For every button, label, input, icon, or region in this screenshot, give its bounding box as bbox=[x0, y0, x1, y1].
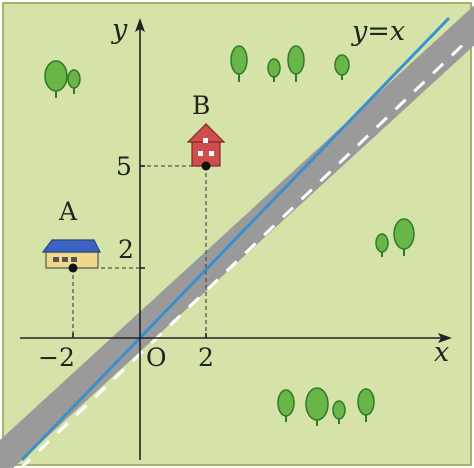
x-axis-label: x bbox=[434, 337, 449, 368]
tree-icon bbox=[267, 58, 281, 82]
point-a bbox=[68, 263, 78, 273]
y-tick-label-5: 5 bbox=[116, 152, 132, 181]
house-b-window bbox=[203, 138, 208, 143]
point-b bbox=[201, 161, 211, 171]
y-axis-label: y bbox=[111, 14, 128, 45]
x-tick-label-neg2: −2 bbox=[38, 343, 75, 372]
y-axis-arrow bbox=[135, 18, 145, 32]
line-label: y=x bbox=[351, 16, 405, 47]
tree-icon bbox=[287, 45, 305, 82]
tree-icon bbox=[393, 218, 415, 256]
tree-group-top-middle bbox=[230, 45, 350, 82]
x-tick-label-2: 2 bbox=[198, 343, 214, 372]
y-tick-label-2: 2 bbox=[118, 235, 134, 264]
house-a-icon bbox=[41, 239, 101, 269]
tree-icon bbox=[277, 389, 295, 422]
axis-ticks bbox=[72, 165, 207, 338]
tree-icon bbox=[67, 69, 81, 94]
house-b-window bbox=[198, 151, 203, 156]
tree-icon bbox=[357, 388, 375, 422]
house-a-window bbox=[62, 257, 68, 262]
house-b-icon bbox=[186, 123, 226, 167]
tree-group-top-left bbox=[44, 60, 81, 98]
house-a-window bbox=[53, 257, 59, 262]
line-y-equals-x bbox=[20, 16, 451, 462]
house-b-window bbox=[209, 151, 214, 156]
point-a-label: A bbox=[58, 197, 78, 226]
tree-group-bottom bbox=[277, 387, 375, 426]
tree-icon bbox=[375, 233, 389, 257]
tree-icon bbox=[334, 54, 350, 80]
tree-icon bbox=[332, 400, 346, 424]
house-a-roof bbox=[41, 239, 101, 253]
tree-icon bbox=[230, 45, 248, 82]
tree-group-right bbox=[375, 218, 415, 257]
guide-lines bbox=[72, 165, 207, 338]
tree-icon bbox=[44, 60, 68, 98]
point-b-label: B bbox=[192, 91, 210, 120]
origin-label: O bbox=[146, 343, 167, 372]
tree-icon bbox=[305, 387, 329, 426]
x-axis-arrow bbox=[438, 333, 452, 343]
house-a-window bbox=[71, 257, 77, 262]
